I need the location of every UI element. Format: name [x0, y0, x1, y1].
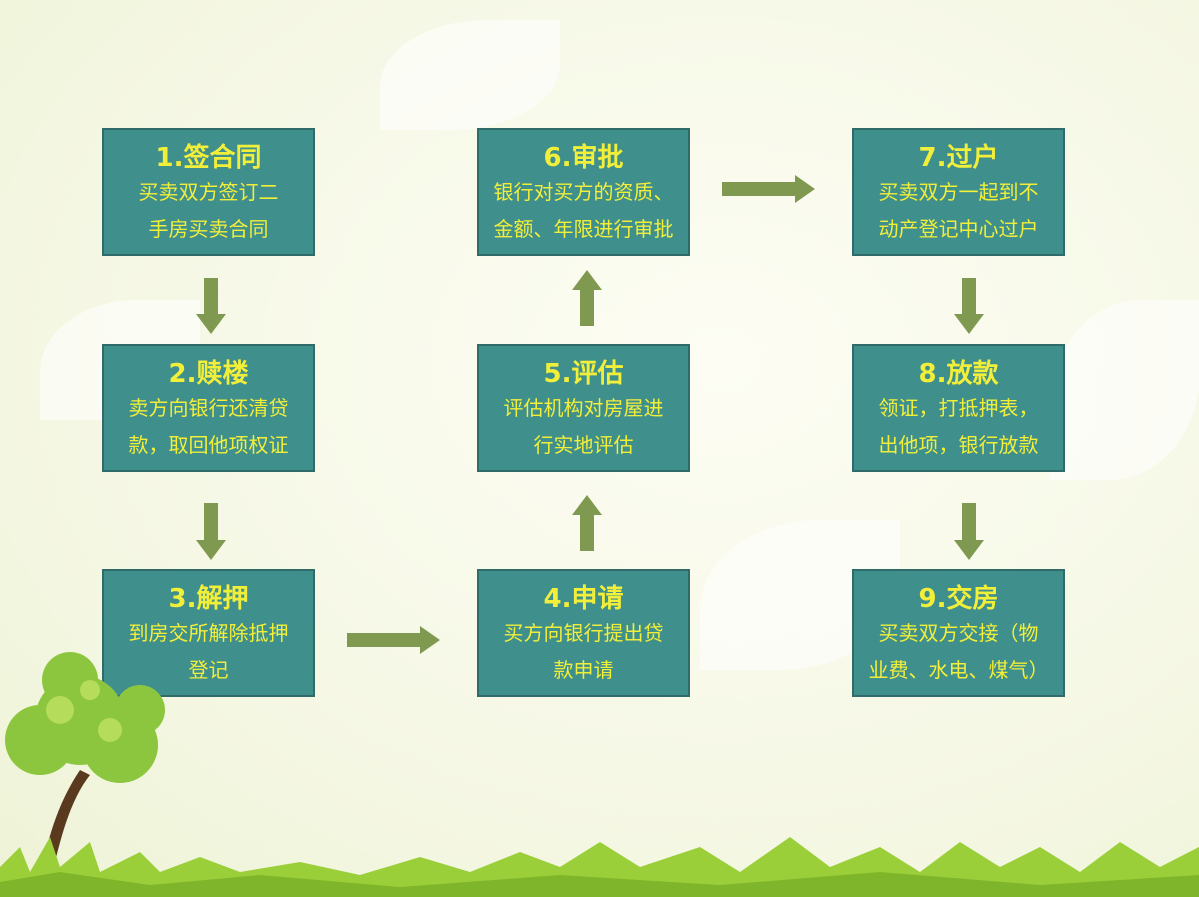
step-desc-line2: 款申请	[553, 658, 614, 682]
arrow-up-5-6	[572, 270, 602, 326]
grass-border	[0, 837, 1199, 897]
step-desc-line1: 银行对买方的资质、	[493, 180, 674, 204]
step-desc-line1: 领证，打抵押表，	[878, 396, 1039, 420]
step-desc-line1: 到房交所解除抵押	[128, 621, 289, 645]
step-desc-line2: 金额、年限进行审批	[493, 217, 674, 241]
step-desc-line1: 卖方向银行还清贷	[128, 396, 289, 420]
step-desc-line2: 行实地评估	[533, 433, 634, 457]
step-title: 7.过户	[918, 143, 999, 173]
step-desc-line2: 手房买卖合同	[148, 217, 269, 241]
step-desc-line1: 买卖双方一起到不	[878, 180, 1039, 204]
step-desc-line2: 款，取回他项权证	[128, 433, 289, 457]
step-box-7: 7.过户买卖双方一起到不动产登记中心过户	[852, 128, 1065, 256]
step-title: 3.解押	[168, 584, 249, 614]
step-desc-line2: 登记	[188, 658, 229, 682]
step-title: 9.交房	[918, 584, 999, 614]
step-title: 6.审批	[543, 143, 624, 173]
step-title: 2.赎楼	[168, 359, 249, 389]
step-desc-line2: 动产登记中心过户	[878, 217, 1039, 241]
step-box-4: 4.申请买方向银行提出贷款申请	[477, 569, 690, 697]
step-box-3: 3.解押到房交所解除抵押登记	[102, 569, 315, 697]
step-box-8: 8.放款领证，打抵押表， 出他项，银行放款	[852, 344, 1065, 472]
step-title: 8.放款	[918, 359, 999, 389]
arrow-right-3-4	[347, 626, 440, 654]
step-title: 5.评估	[543, 359, 624, 389]
arrow-right-6-7	[722, 175, 815, 203]
arrow-down-1-2	[196, 278, 226, 334]
step-box-5: 5.评估评估机构对房屋进行实地评估	[477, 344, 690, 472]
step-desc-line2: 出他项，银行放款	[878, 433, 1039, 457]
step-desc-line2: 业费、水电、煤气）	[868, 658, 1049, 682]
arrow-down-7-8	[954, 278, 984, 334]
step-box-1: 1.签合同买卖双方签订二手房买卖合同	[102, 128, 315, 256]
step-box-6: 6.审批银行对买方的资质、金额、年限进行审批	[477, 128, 690, 256]
step-box-2: 2.赎楼卖方向银行还清贷款，取回他项权证	[102, 344, 315, 472]
step-desc-line1: 买卖双方签订二	[138, 180, 279, 204]
arrow-down-2-3	[196, 503, 226, 560]
step-title: 4.申请	[543, 584, 624, 614]
step-desc-line1: 买方向银行提出贷	[503, 621, 664, 645]
arrow-up-4-5	[572, 495, 602, 551]
step-title: 1.签合同	[155, 143, 262, 173]
arrow-down-8-9	[954, 503, 984, 560]
step-desc-line1: 买卖双方交接（物	[878, 621, 1039, 645]
step-box-9: 9.交房买卖双方交接（物业费、水电、煤气）	[852, 569, 1065, 697]
step-desc-line1: 评估机构对房屋进	[503, 396, 664, 420]
